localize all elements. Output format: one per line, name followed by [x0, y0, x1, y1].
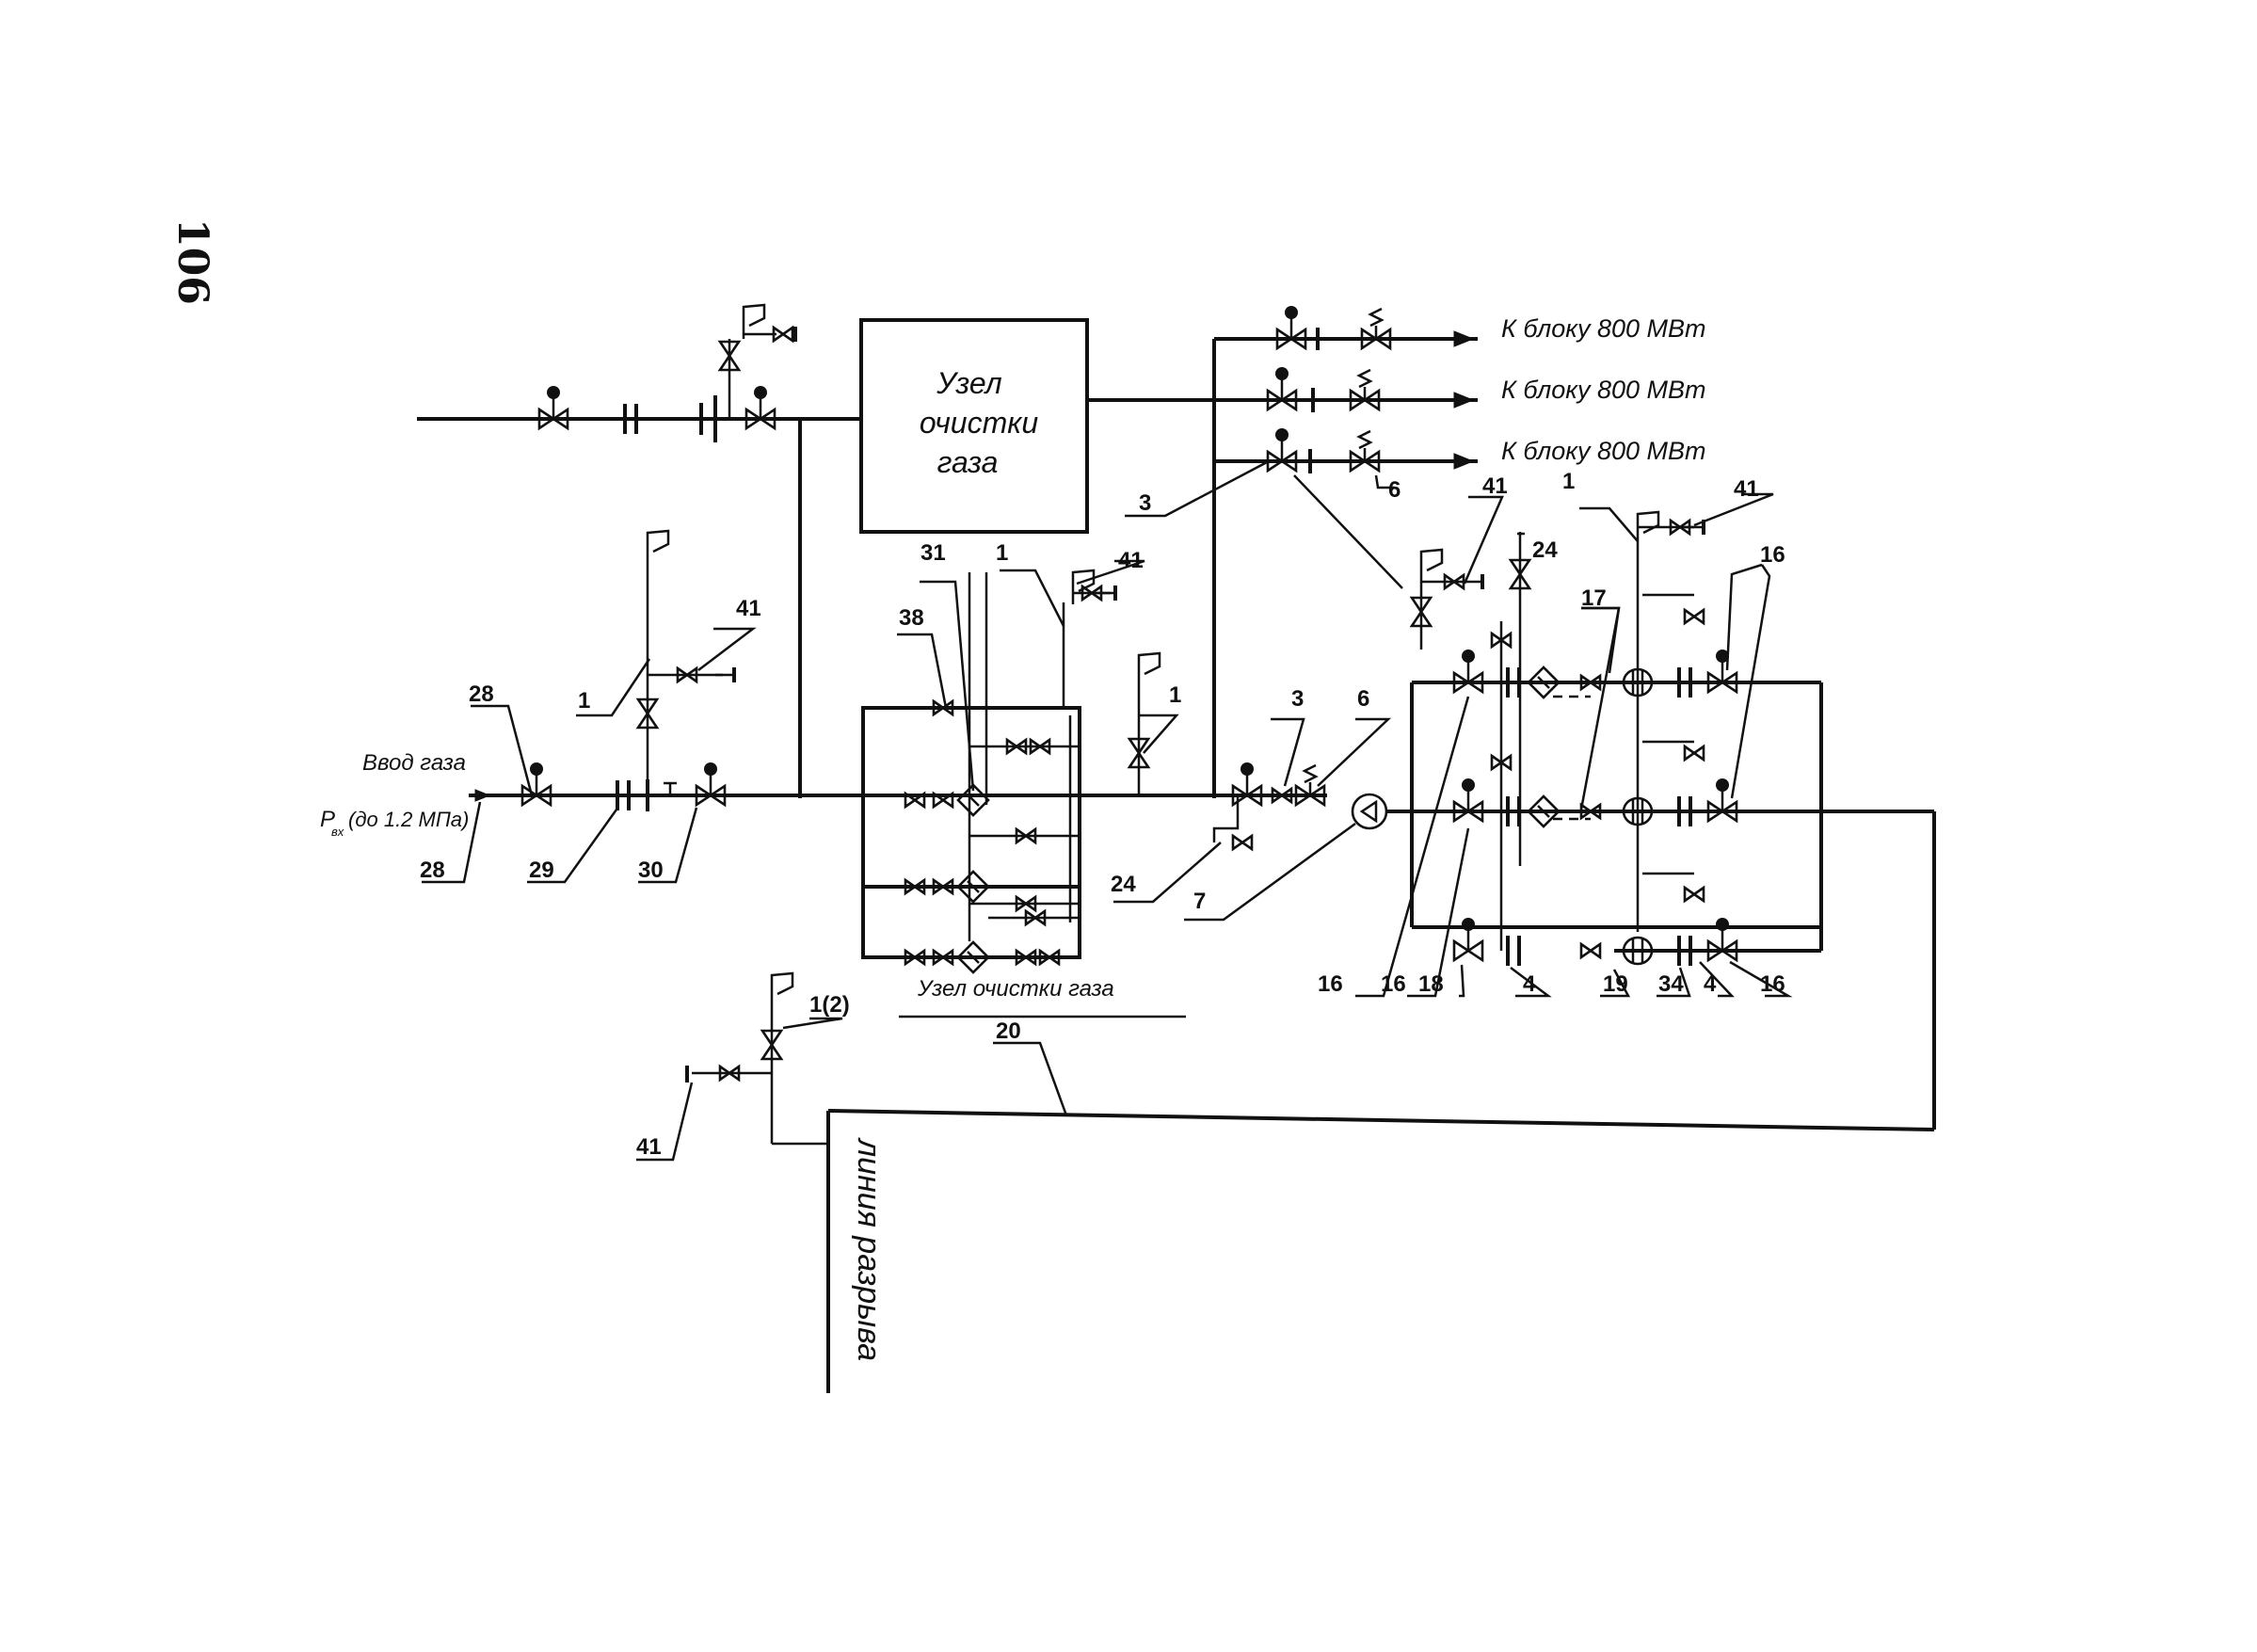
callout-28-bottom: 28 [420, 858, 445, 883]
node-box-line3: газа [937, 445, 999, 479]
callout-31: 31 [920, 540, 946, 566]
cleaning-node-label: Узел очистки газа [917, 976, 1114, 1002]
callout-41-left: 41 [736, 596, 761, 621]
callout-18: 18 [1418, 971, 1444, 997]
main-inlet-line [469, 529, 1327, 812]
callout-16-bottom-2: 16 [1381, 971, 1406, 997]
callout-29: 29 [529, 858, 554, 883]
outlet-label-2: К блоку 800 МВт [1501, 376, 1706, 404]
callout-1-mid2: 1 [1169, 682, 1181, 708]
callout-24-left: 24 [1111, 872, 1136, 897]
callout-41-bottom: 41 [636, 1134, 662, 1160]
inlet-pressure-symbol: P [320, 807, 335, 832]
meter-manifold: линия разрыва [826, 510, 1936, 1393]
node-box-line1: Узел [936, 366, 1001, 400]
inlet-title: Ввод газа [362, 750, 466, 776]
callout-24-r: 24 [1532, 537, 1558, 563]
callout-17: 17 [1581, 585, 1607, 611]
callout-19: 19 [1603, 971, 1628, 997]
callout-38: 38 [899, 605, 924, 631]
callout-34: 34 [1658, 971, 1684, 997]
callout-1-r: 1 [1562, 469, 1575, 494]
outlet-label-3: К блоку 800 МВт [1501, 437, 1706, 465]
top-bypass-line [417, 303, 861, 798]
callout-16-bottom-1: 16 [1318, 971, 1343, 997]
callouts: 28 28 29 30 1 41 38 31 1 41 1 3 6 24 7 3… [420, 469, 1785, 1160]
callout-16-top-right: 16 [1760, 542, 1785, 568]
callout-1-left: 1 [578, 688, 590, 714]
callout-1-2: 1(2) [809, 992, 850, 1018]
callout-41-r2: 41 [1734, 476, 1759, 502]
break-line-label: линия разрыва [851, 1137, 887, 1361]
node-box-line2: очистки [920, 406, 1038, 440]
callout-6-top: 6 [1388, 477, 1401, 503]
inlet-pressure-subscript: вх [331, 825, 344, 839]
inlet-labels: Ввод газа P вх (до 1.2 МПа) [320, 750, 469, 839]
callout-1-mid: 1 [996, 540, 1008, 566]
callout-30: 30 [638, 858, 664, 883]
leader-lines [422, 459, 1793, 1162]
callout-4-bottom-2: 4 [1704, 971, 1717, 997]
callout-6-main: 6 [1357, 686, 1369, 712]
callout-3-main: 3 [1291, 686, 1304, 712]
callout-41-mid: 41 [1118, 548, 1144, 573]
gas-cleaning-node-box: Узел очистки газа [859, 318, 1089, 534]
page-number: 106 [168, 218, 216, 305]
inlet-pressure-range: (до 1.2 МПа) [348, 808, 469, 831]
callout-28-top: 28 [469, 682, 494, 707]
callout-7: 7 [1193, 889, 1206, 914]
callout-20: 20 [996, 1018, 1021, 1044]
callout-16-bottom-3: 16 [1760, 971, 1785, 997]
callout-41-r1: 41 [1482, 473, 1508, 499]
callout-3-top: 3 [1139, 490, 1151, 516]
outlet-lines: К блоку 800 МВт К блоку 800 МВт К блоку … [1087, 304, 1706, 798]
outlet-label-1: К блоку 800 МВт [1501, 314, 1706, 343]
lower-left-vent [685, 971, 828, 1146]
callout-4-bottom-1: 4 [1523, 971, 1536, 997]
